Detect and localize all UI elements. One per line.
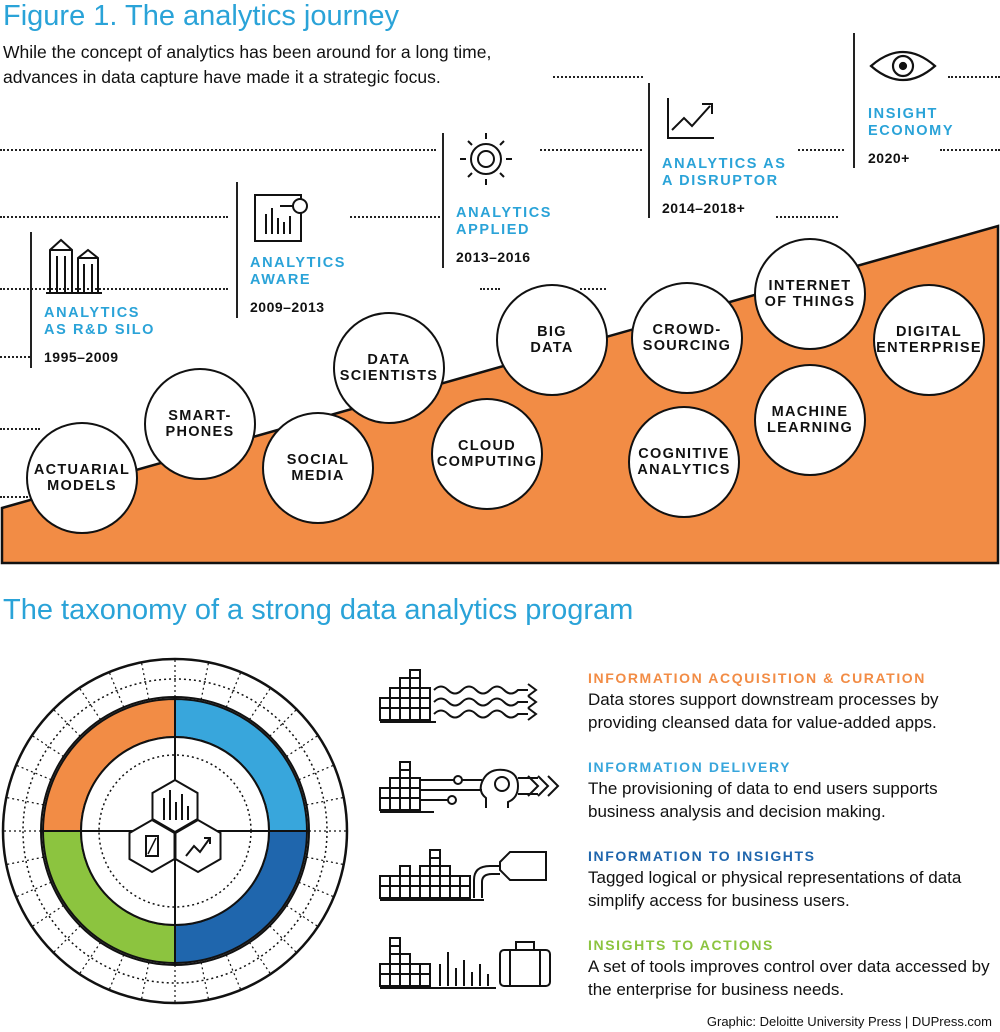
era-label: ANALYTICS AS R&D SILO [44, 305, 156, 338]
guide-line [0, 288, 228, 290]
milestone-data-scientists: DATA SCIENTISTS [333, 312, 445, 424]
era-label: ANALYTICS APPLIED [456, 205, 553, 238]
milestone-crowdsourcing: CROWD- SOURCING [631, 282, 743, 394]
wheel-spoke [6, 796, 44, 806]
wheel-spoke [306, 856, 344, 866]
gear-sun-icon [460, 133, 512, 185]
wheel-spoke [52, 708, 81, 737]
era-years: 1995–2009 [44, 349, 119, 365]
guide-line [0, 356, 30, 358]
data-acquisition-icon [379, 669, 538, 723]
guide-line [540, 149, 642, 151]
milestone-actuarial-models: ACTUARIAL MODELS [26, 422, 138, 534]
bars-icon [163, 790, 189, 820]
wheel-spoke [286, 904, 319, 928]
wheel-dotted-ring [22, 678, 328, 984]
information-insights-icon [379, 849, 547, 901]
insights-actions-icon [379, 937, 551, 989]
guide-line [0, 496, 28, 498]
wheel-spoke [200, 962, 210, 1000]
information-delivery-icon [379, 761, 560, 813]
guide-line [940, 149, 1000, 151]
milestone-digital-enterprise: DIGITAL ENTERPRISE [873, 284, 985, 396]
intro-text: While the concept of analytics has been … [3, 42, 492, 87]
taxonomy-desc-insights: Tagged logical or physical representatio… [588, 868, 962, 910]
wheel-spoke [108, 954, 125, 991]
milestone-cognitive-analytics: COGNITIVE ANALYTICS [628, 406, 740, 518]
wheel-spoke [31, 734, 64, 758]
era-divider [853, 33, 855, 168]
chart-magnifier-icon [254, 194, 308, 242]
milestone-internet-of-things: INTERNET OF THINGS [754, 238, 866, 350]
hex-trend [174, 818, 222, 874]
wheel-spoke [78, 942, 102, 975]
taxonomy-heading-actions: INSIGHTS TO ACTIONS [588, 937, 774, 953]
milestone-cloud-computing: CLOUD COMPUTING [431, 398, 543, 510]
guide-line [0, 149, 436, 151]
taxonomy-desc-acquisition: Data stores support downstream processes… [588, 690, 939, 732]
wheel-spoke [200, 662, 210, 700]
era-years: 2020+ [868, 150, 910, 166]
wheel-spoke [15, 881, 52, 898]
wheel-spoke [140, 662, 150, 700]
milestone-machine-learning: MACHINE LEARNING [754, 364, 866, 476]
taxonomy-desc-actions: A set of tools improves control over dat… [588, 957, 990, 999]
taxonomy-heading-acquisition: INFORMATION ACQUISITION & CURATION [588, 670, 927, 686]
guide-line [948, 76, 1000, 78]
milestone-big-data: BIG DATA [496, 284, 608, 396]
wheel-spoke [269, 925, 298, 954]
wheel-spoke [269, 708, 298, 737]
figure-title: Figure 1. The analytics journey [3, 0, 400, 32]
wheel-spoke [306, 796, 344, 806]
wheel-spoke [52, 925, 81, 954]
wheel-spoke [31, 904, 64, 928]
taxonomy-heading-delivery: INFORMATION DELIVERY [588, 759, 792, 775]
trend-up-icon [667, 98, 714, 139]
document-icon [145, 835, 159, 857]
era-years: 2014–2018+ [662, 200, 746, 216]
wheel-spoke [6, 856, 44, 866]
taxonomy-wheel [1, 657, 349, 1005]
era-label: ANALYTICS AS A DISRUPTOR [662, 156, 787, 189]
guide-line [480, 288, 500, 290]
wheel-spoke [286, 734, 319, 758]
taxonomy-title: The taxonomy of a strong data analytics … [3, 594, 634, 626]
era-divider [442, 133, 444, 268]
guide-line [776, 216, 838, 218]
taxonomy-heading-insights: INFORMATION TO INSIGHTS [588, 848, 816, 864]
wheel-spoke [248, 687, 272, 720]
era-years: 2009–2013 [250, 299, 325, 315]
wheel-spoke [78, 687, 102, 720]
milestone-social-media: SOCIAL MEDIA [262, 412, 374, 524]
guide-line [0, 428, 40, 430]
eye-icon [869, 51, 937, 81]
era-label: INSIGHT ECONOMY [868, 106, 955, 139]
taxonomy-desc-delivery: The provisioning of data to end users su… [588, 779, 938, 821]
era-years: 2013–2016 [456, 249, 531, 265]
era-divider [648, 83, 650, 218]
wheel-spoke [225, 954, 242, 991]
era-divider [236, 182, 238, 318]
era-label: ANALYTICS AWARE [250, 255, 347, 288]
guide-line [0, 216, 228, 218]
wheel-spoke [140, 962, 150, 1000]
guide-line [798, 149, 844, 151]
silo-icon [46, 238, 102, 294]
credit-line: Graphic: Deloitte University Press | DUP… [706, 1014, 992, 1029]
document-icon-line [147, 837, 157, 855]
wheel-spoke [15, 764, 52, 781]
milestone-smartphones: SMART- PHONES [144, 368, 256, 480]
wheel-spoke [298, 764, 335, 781]
wheel-spoke [225, 671, 242, 708]
wheel-spoke [298, 881, 335, 898]
guide-line [350, 216, 440, 218]
guide-line [553, 76, 643, 78]
trend-icon [185, 837, 211, 857]
wheel-spoke [248, 942, 272, 975]
era-divider [30, 232, 32, 368]
wheel-spoke [108, 671, 125, 708]
guide-line [580, 288, 606, 290]
